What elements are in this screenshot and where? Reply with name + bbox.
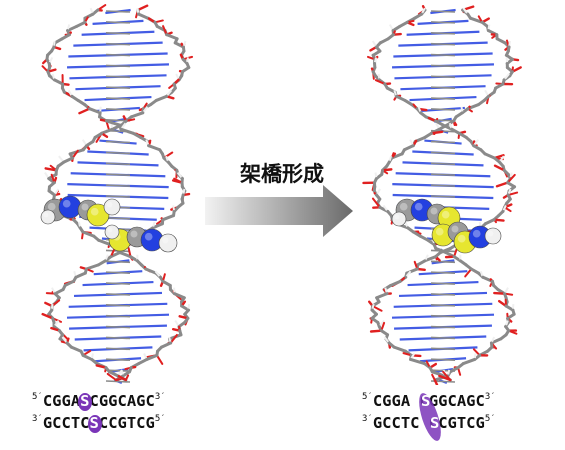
dna-structure-after [362,5,522,385]
modified-base-marker: S [78,392,93,411]
left-top-strand-sequence: 5′CGGASCGGCAGC3′ [32,392,166,411]
right-top-strand-sequence: 5′CGGASCGGCAGC3′ [362,392,496,410]
left-bottom-strand-sequence: 3′GCCTCSCCGTCG5′ [32,414,166,433]
crosslink-bond-highlight [419,393,441,441]
dna-duplex-before [0,0,240,450]
modified-base-marker: S [87,414,102,433]
dna-structure-before [40,4,194,385]
right-bottom-strand-sequence: 3′GCCTCSCCGTCG5′ [362,414,496,432]
crosslink-formation-label: 架橋形成 [240,162,324,186]
dna-duplex-after [325,0,565,450]
reaction-arrow [205,185,353,237]
sulfur-atom [86,203,110,227]
